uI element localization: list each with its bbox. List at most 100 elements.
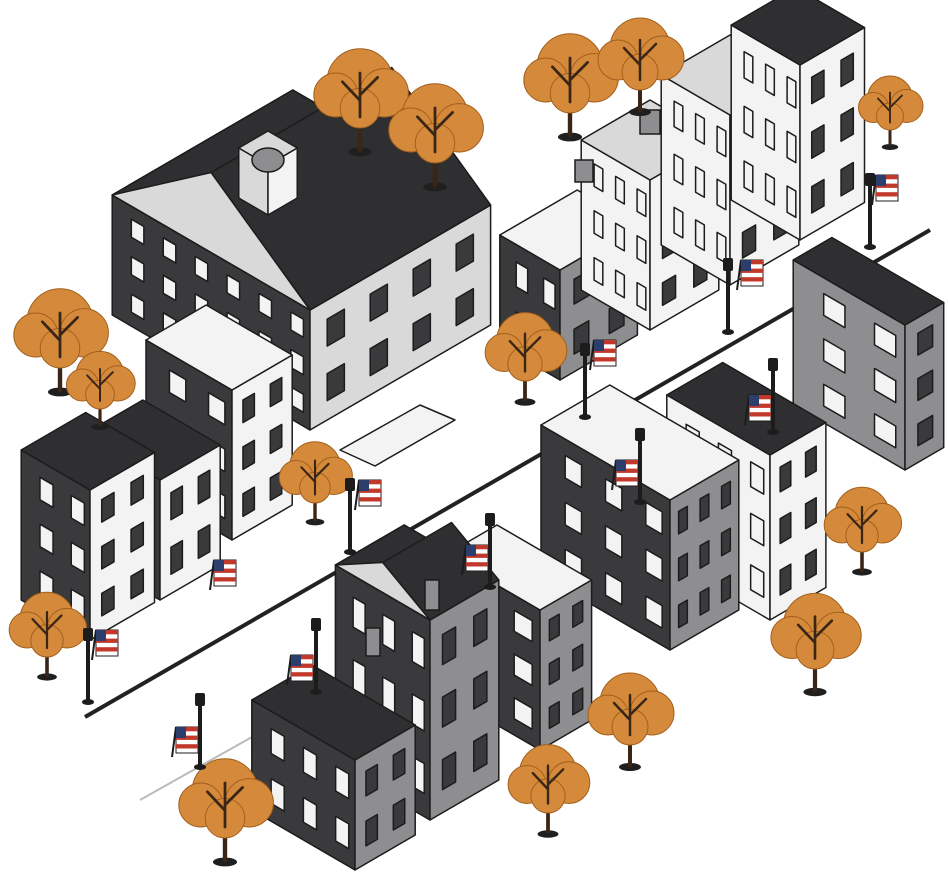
tree-branches [846, 505, 878, 545]
window [226, 274, 241, 301]
window [749, 564, 765, 599]
window [810, 124, 825, 160]
window [290, 311, 305, 339]
window [513, 697, 533, 731]
lamp-head [723, 258, 733, 271]
flag-canton [616, 460, 626, 471]
window [441, 751, 457, 791]
window [614, 269, 626, 299]
chimney-icon [365, 627, 381, 657]
window [441, 626, 457, 666]
window [764, 118, 776, 151]
window [572, 643, 584, 672]
shop-west-3 [20, 411, 156, 641]
flag-stripe [291, 672, 313, 677]
window [441, 688, 457, 728]
flag-stripe [176, 744, 198, 749]
window [258, 292, 273, 320]
tree-shadow [852, 568, 872, 576]
tree-shadow [37, 673, 57, 681]
lamp-post-icon [344, 478, 356, 555]
flag-pole [354, 479, 360, 511]
flag-canton [291, 655, 301, 666]
flag-stripe [616, 468, 638, 473]
window [326, 308, 346, 347]
window [548, 613, 560, 642]
window [411, 693, 425, 732]
lamp-head [195, 693, 205, 706]
flag-stripe [96, 630, 118, 635]
window [207, 392, 226, 426]
window [810, 69, 825, 105]
north-side-buildings [20, 0, 866, 641]
tree-icon [587, 672, 675, 771]
window [804, 497, 817, 530]
lamp-base [634, 499, 646, 505]
flag-stripe [176, 727, 198, 732]
window [365, 763, 379, 797]
flag-stripe [594, 348, 616, 353]
window [170, 539, 184, 576]
flag-pole [209, 559, 215, 591]
window [326, 362, 346, 402]
flag-pole [589, 339, 595, 371]
flag-stripe [214, 577, 236, 582]
window [917, 369, 934, 402]
window [170, 485, 184, 521]
lamp-post-icon [194, 693, 206, 770]
window [804, 548, 817, 581]
flag-stripe [176, 735, 198, 740]
flag-pole [171, 726, 177, 758]
window [604, 525, 623, 559]
flag-icon [744, 394, 772, 426]
lamp-post-icon [634, 428, 646, 505]
lamp-base [82, 699, 94, 705]
window [677, 599, 689, 629]
flag-stripe [616, 477, 638, 482]
window [564, 501, 583, 536]
flag-stripe [214, 560, 236, 565]
flag-canton [594, 340, 604, 351]
tree-icon [13, 288, 109, 397]
window [716, 125, 727, 158]
autumn-trees [8, 17, 924, 867]
lamp-head [345, 478, 355, 491]
chimney-icon [424, 579, 440, 611]
window [130, 474, 145, 506]
lamp-post-icon [484, 513, 496, 590]
window [242, 392, 256, 424]
window [162, 274, 177, 302]
window [822, 292, 846, 329]
town-hall-steps [339, 404, 456, 467]
window [593, 256, 604, 286]
tree-icon [770, 592, 862, 697]
window [822, 383, 846, 420]
tree-branches [551, 56, 589, 104]
tree-branches [508, 332, 542, 373]
window [100, 585, 115, 617]
flag-pole [91, 629, 97, 661]
tree-shadow [305, 518, 325, 526]
window [917, 414, 934, 447]
tree-shadow [514, 398, 536, 406]
cupola [238, 130, 298, 216]
window [614, 175, 626, 205]
window [743, 160, 754, 194]
window [917, 324, 934, 356]
lamp-head [635, 428, 645, 441]
lamp-base [310, 689, 322, 695]
window [70, 541, 86, 574]
tree-icon [823, 486, 903, 576]
lamp-head [768, 358, 778, 371]
window [242, 439, 256, 471]
window [694, 165, 706, 199]
window [604, 571, 623, 606]
window [412, 312, 432, 352]
window [636, 281, 647, 311]
flag-canton [176, 727, 186, 738]
window [749, 461, 765, 495]
tree-icon [313, 48, 409, 157]
window [699, 586, 710, 616]
flag-canton [214, 560, 224, 571]
flag-stripe [359, 480, 381, 485]
